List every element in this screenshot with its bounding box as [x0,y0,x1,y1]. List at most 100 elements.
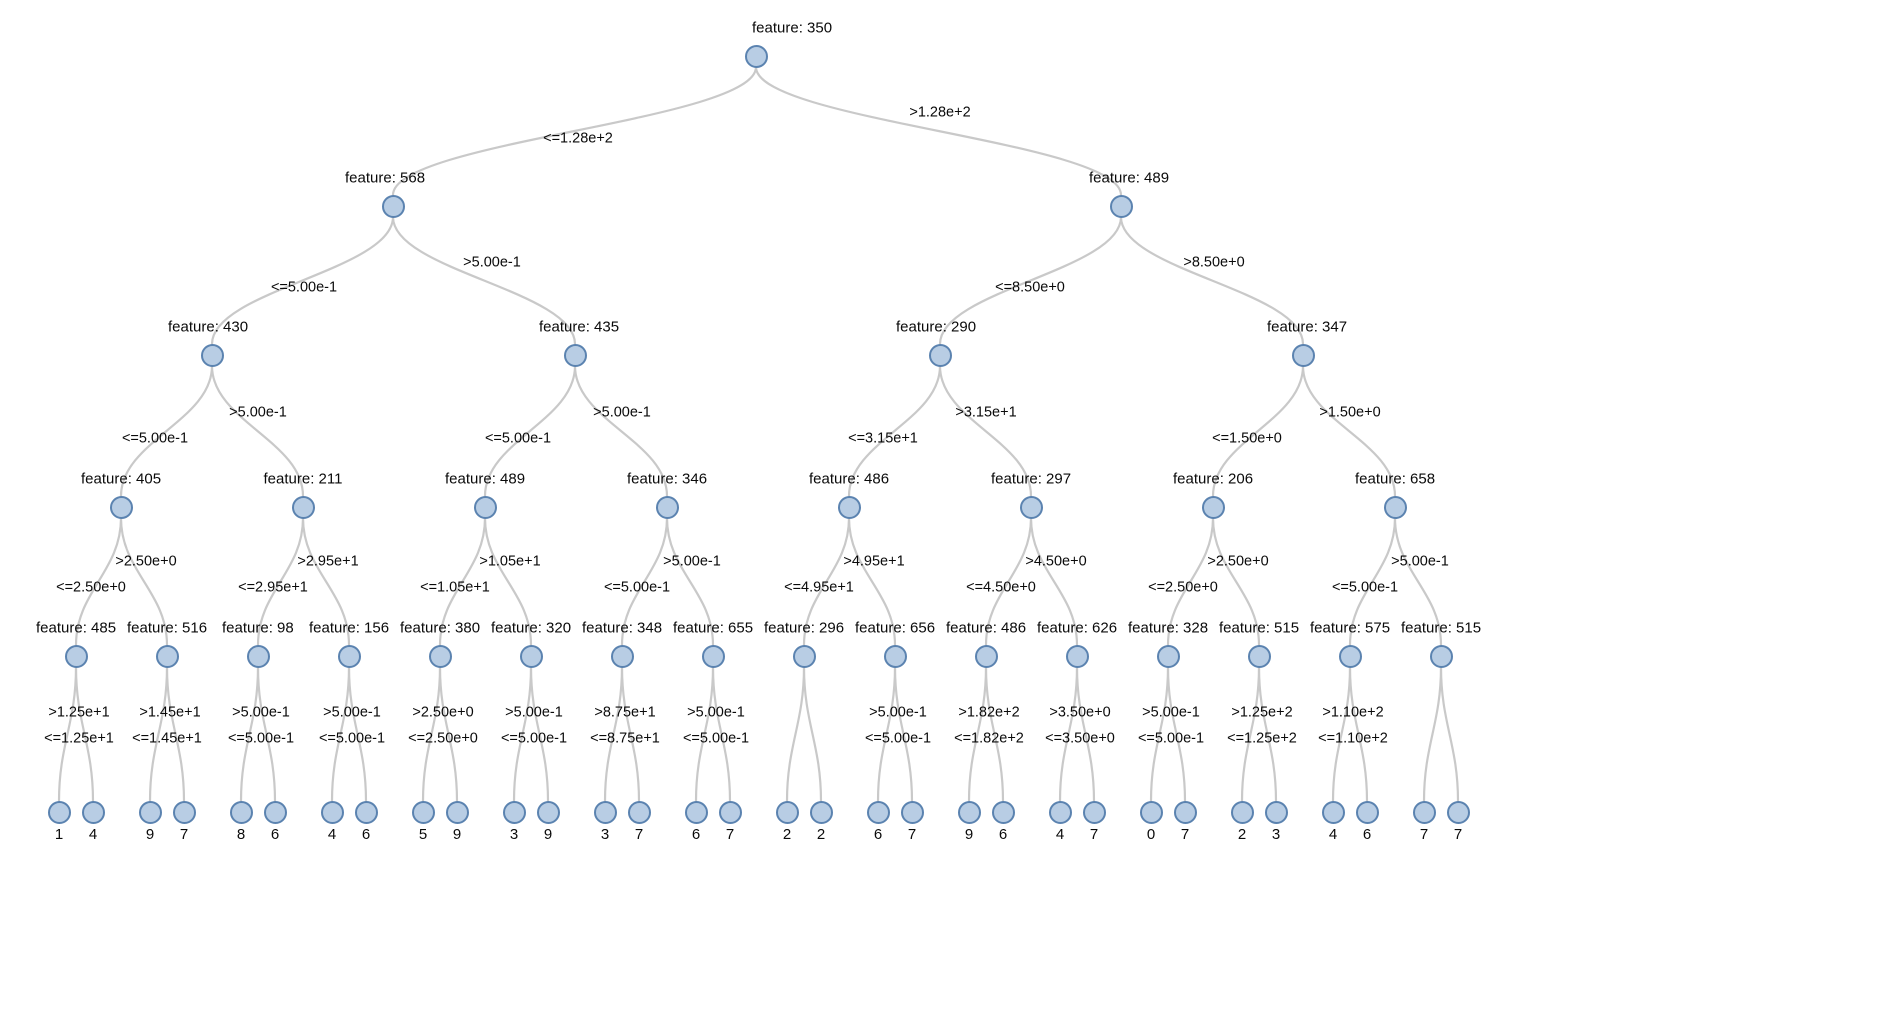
tree-internal-node[interactable] [1429,644,1453,668]
node-feature-label: feature: 347 [1267,318,1348,336]
tree-internal-node[interactable] [1109,194,1133,218]
tree-internal-node[interactable] [1156,644,1180,668]
node-feature-label: feature: 515 [1219,619,1300,637]
edge-condition-label: <=1.05e+1 [420,579,490,596]
tree-internal-node[interactable] [684,800,708,824]
tree-internal-node[interactable] [337,644,361,668]
tree-internal-node[interactable] [47,800,71,824]
node-feature-label: feature: 489 [1089,169,1170,187]
tree-internal-node[interactable] [837,495,861,519]
leaf-class-label: 2 [1237,826,1247,843]
leaf-class-label: 9 [452,826,462,843]
tree-internal-node[interactable] [1291,343,1315,367]
tree-internal-node[interactable] [1065,644,1089,668]
tree-internal-node[interactable] [1446,800,1470,824]
tree-edge [620,516,669,647]
tree-internal-node[interactable] [1383,495,1407,519]
tree-internal-node[interactable] [928,343,952,367]
tree-internal-node[interactable] [445,800,469,824]
tree-edge [1422,665,1443,803]
edge-condition-label: >3.15e+1 [955,404,1017,421]
edge-condition-label: <=5.00e-1 [227,730,295,747]
tree-internal-node[interactable] [138,800,162,824]
tree-internal-node[interactable] [1264,800,1288,824]
tree-internal-node[interactable] [229,800,253,824]
tree-internal-node[interactable] [263,800,287,824]
tree-internal-node[interactable] [519,644,543,668]
tree-edge [301,516,351,647]
edge-condition-label: <=2.95e+1 [238,579,308,596]
tree-internal-node[interactable] [883,644,907,668]
tree-edge [1075,665,1096,803]
tree-edge [256,665,277,803]
node-feature-label: feature: 98 [222,619,294,637]
tree-internal-node[interactable] [775,800,799,824]
tree-edge [148,665,169,803]
tree-internal-node[interactable] [627,800,651,824]
node-feature-label: feature: 486 [809,470,890,488]
tree-internal-node[interactable] [381,194,405,218]
tree-internal-node[interactable] [991,800,1015,824]
tree-internal-node[interactable] [81,800,105,824]
tree-internal-node[interactable] [473,495,497,519]
tree-internal-node[interactable] [1412,800,1436,824]
tree-edge [1348,516,1397,647]
tree-internal-node[interactable] [246,644,270,668]
tree-internal-node[interactable] [1201,495,1225,519]
tree-internal-node[interactable] [1247,644,1271,668]
tree-internal-node[interactable] [155,644,179,668]
leaf-class-label: 4 [327,826,337,843]
tree-internal-node[interactable] [866,800,890,824]
tree-edge [847,516,897,647]
tree-internal-node[interactable] [1355,800,1379,824]
tree-internal-node[interactable] [563,343,587,367]
tree-internal-node[interactable] [744,44,768,68]
tree-internal-node[interactable] [320,800,344,824]
tree-internal-node[interactable] [809,800,833,824]
tree-internal-node[interactable] [200,343,224,367]
tree-edge [847,364,942,498]
tree-edge [1331,665,1352,803]
tree-edge [210,215,395,346]
tree-internal-node[interactable] [1230,800,1254,824]
tree-internal-node[interactable] [718,800,742,824]
edge-condition-label: >2.95e+1 [297,553,359,570]
leaf-class-label: 7 [1089,826,1099,843]
tree-internal-node[interactable] [701,644,725,668]
tree-internal-node[interactable] [974,644,998,668]
tree-internal-node[interactable] [792,644,816,668]
tree-internal-node[interactable] [536,800,560,824]
edge-condition-label: <=5.00e-1 [484,430,552,447]
leaf-class-label: 7 [907,826,917,843]
edge-condition-label: <=1.82e+2 [954,730,1024,747]
tree-internal-node[interactable] [900,800,924,824]
tree-internal-node[interactable] [64,644,88,668]
tree-internal-node[interactable] [109,495,133,519]
tree-internal-node[interactable] [593,800,617,824]
tree-internal-node[interactable] [1082,800,1106,824]
tree-internal-node[interactable] [1019,495,1043,519]
edge-condition-label: >1.10e+2 [1322,704,1384,721]
tree-internal-node[interactable] [610,644,634,668]
tree-internal-node[interactable] [354,800,378,824]
tree-edge [665,516,715,647]
edge-condition-label: >5.00e-1 [229,404,287,421]
edge-condition-label: <=1.50e+0 [1212,430,1282,447]
edge-condition-label: >8.75e+1 [594,704,656,721]
edge-condition-label: >2.50e+0 [1207,553,1269,570]
tree-internal-node[interactable] [957,800,981,824]
tree-internal-node[interactable] [172,800,196,824]
tree-internal-node[interactable] [655,495,679,519]
node-feature-label: feature: 290 [896,318,977,336]
tree-internal-node[interactable] [291,495,315,519]
tree-internal-node[interactable] [1139,800,1163,824]
tree-internal-node[interactable] [411,800,435,824]
tree-internal-node[interactable] [1048,800,1072,824]
tree-internal-node[interactable] [1173,800,1197,824]
tree-internal-node[interactable] [1321,800,1345,824]
tree-internal-node[interactable] [1338,644,1362,668]
tree-internal-node[interactable] [428,644,452,668]
tree-edge [785,665,806,803]
leaf-class-label: 0 [1146,826,1156,843]
tree-internal-node[interactable] [502,800,526,824]
